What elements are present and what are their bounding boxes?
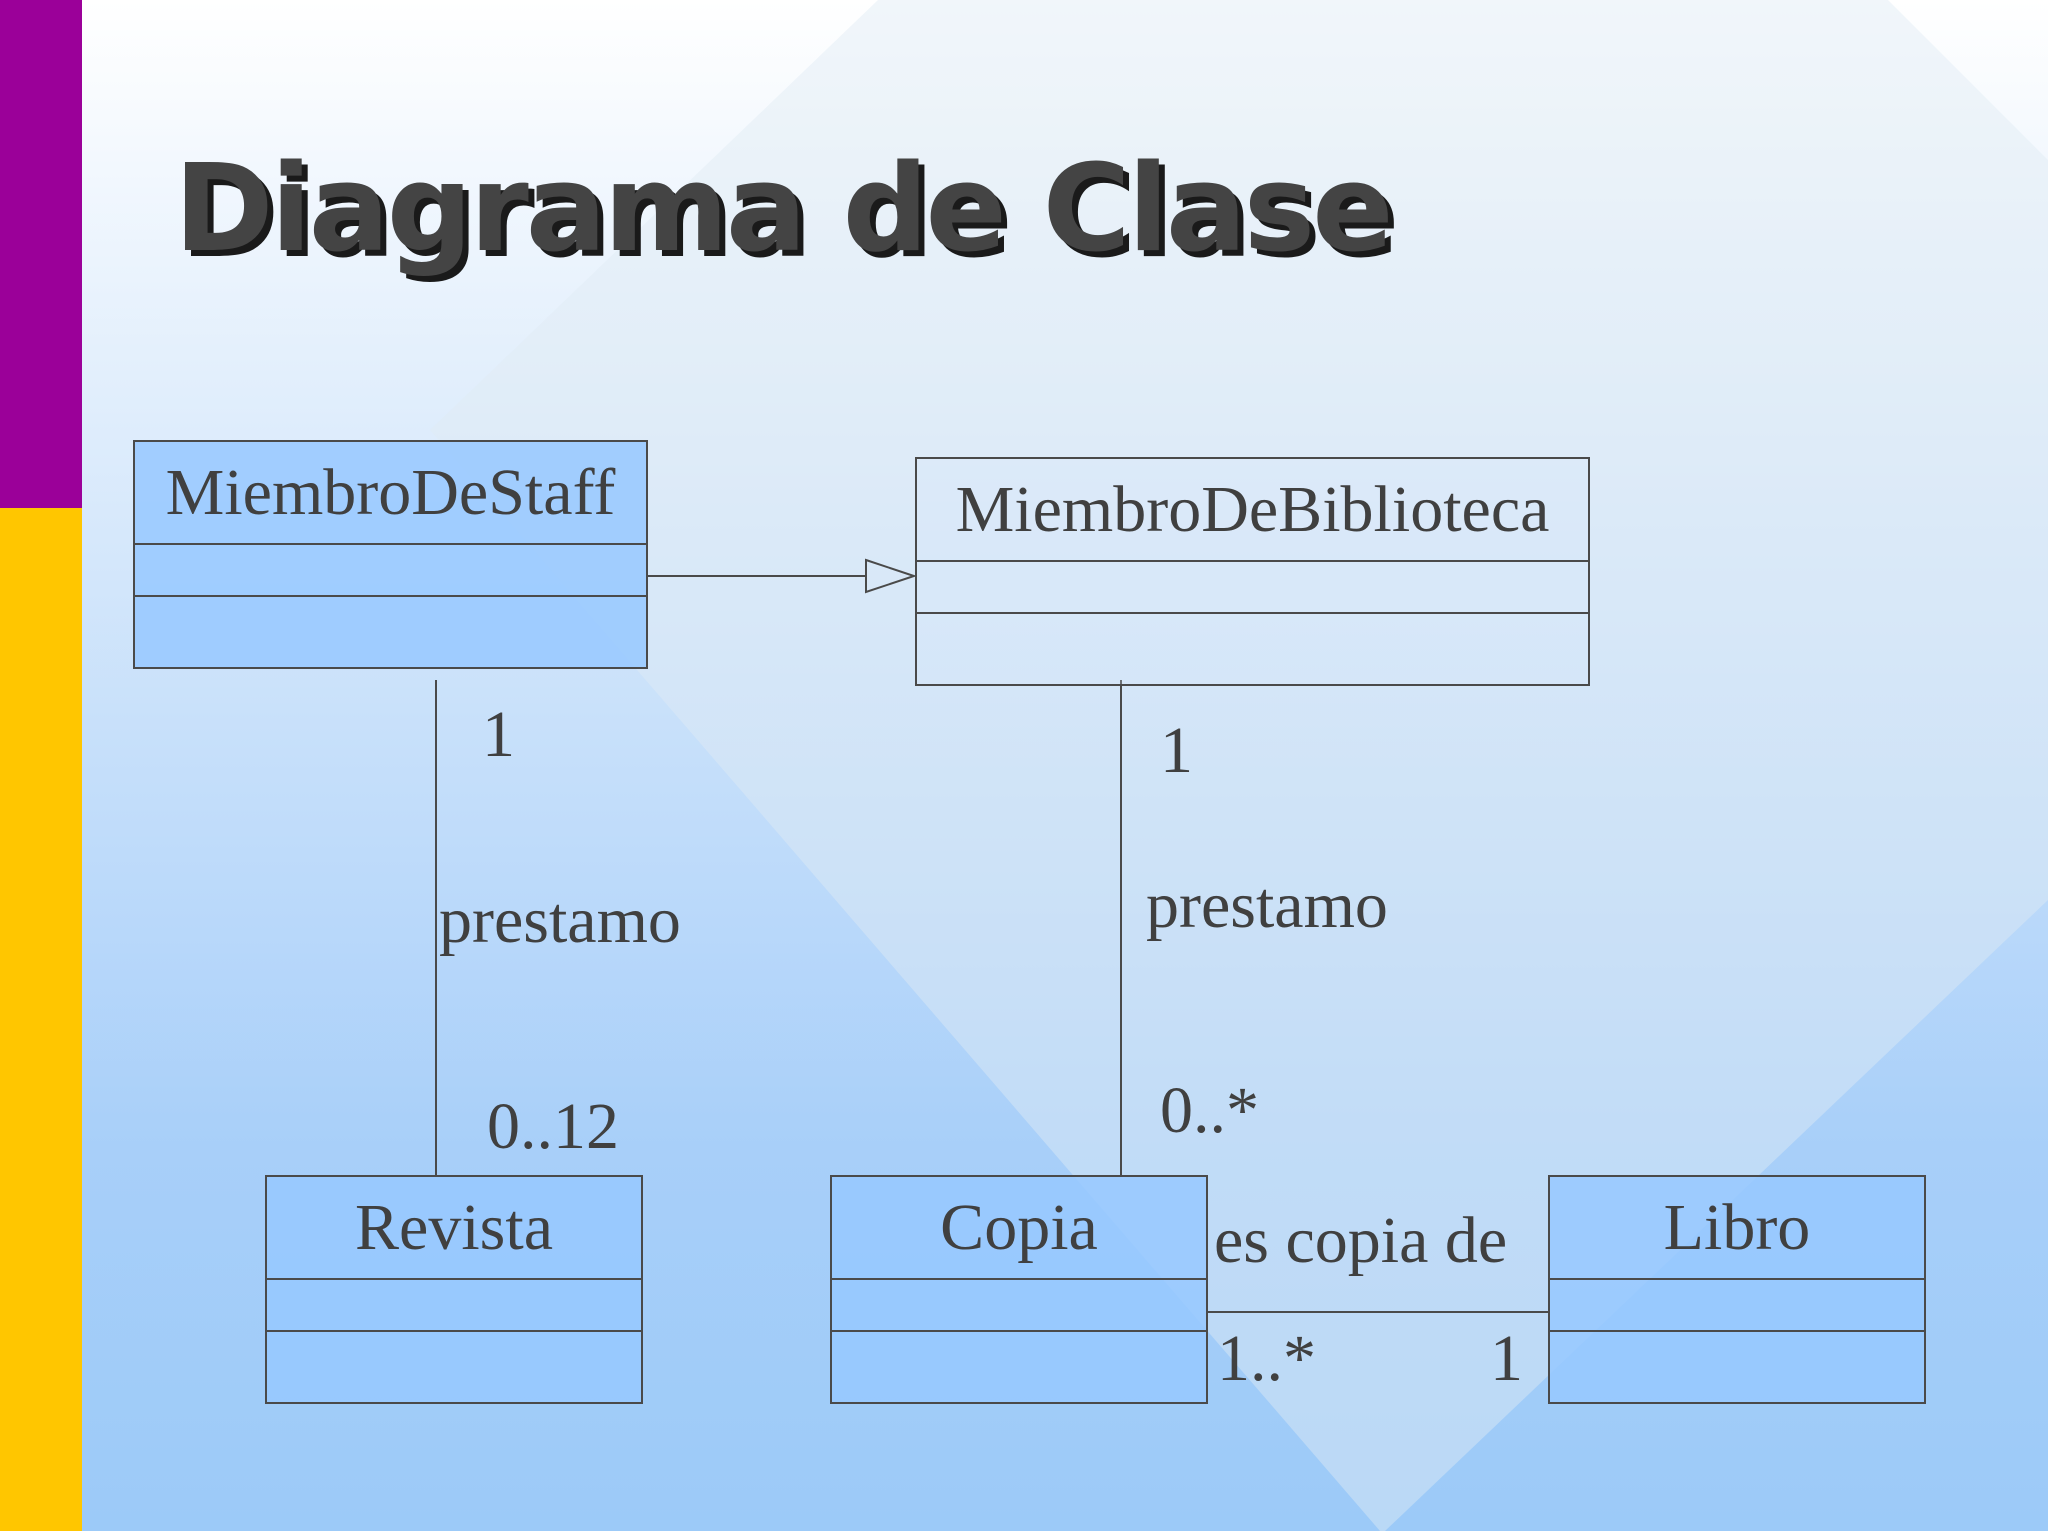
class-name: Copia <box>832 1177 1206 1280</box>
class-miembro-de-biblioteca: MiembroDeBiblioteca <box>915 457 1590 686</box>
association-name-label: es copia de <box>1214 1204 1508 1277</box>
class-name: Revista <box>267 1177 641 1280</box>
generalization-arrowhead <box>865 558 918 594</box>
class-libro: Libro <box>1548 1175 1926 1404</box>
class-name: MiembroDeStaff <box>135 442 646 545</box>
multiplicity-label: 1 <box>1490 1322 1523 1395</box>
multiplicity-label: 0..12 <box>487 1090 619 1163</box>
multiplicity-label: 1..* <box>1217 1322 1316 1395</box>
class-miembro-de-staff: MiembroDeStaff <box>133 440 648 669</box>
class-copia: Copia <box>830 1175 1208 1404</box>
multiplicity-label: 0..* <box>1160 1074 1259 1147</box>
class-attributes <box>917 562 1588 614</box>
class-attributes <box>267 1280 641 1332</box>
multiplicity-label: 1 <box>1160 714 1193 787</box>
class-attributes <box>832 1280 1206 1332</box>
slide-title: Diagrama de Clase <box>174 140 1394 279</box>
accent-bar-yellow <box>0 508 82 1531</box>
class-name: MiembroDeBiblioteca <box>917 459 1588 562</box>
class-name: Libro <box>1550 1177 1924 1280</box>
class-attributes <box>1550 1280 1924 1332</box>
association-name-label: prestamo <box>1146 869 1388 942</box>
multiplicity-label: 1 <box>482 698 515 771</box>
accent-bar-purple <box>0 0 82 508</box>
class-attributes <box>135 545 646 597</box>
association-name-label: prestamo <box>439 884 681 957</box>
class-revista: Revista <box>265 1175 643 1404</box>
